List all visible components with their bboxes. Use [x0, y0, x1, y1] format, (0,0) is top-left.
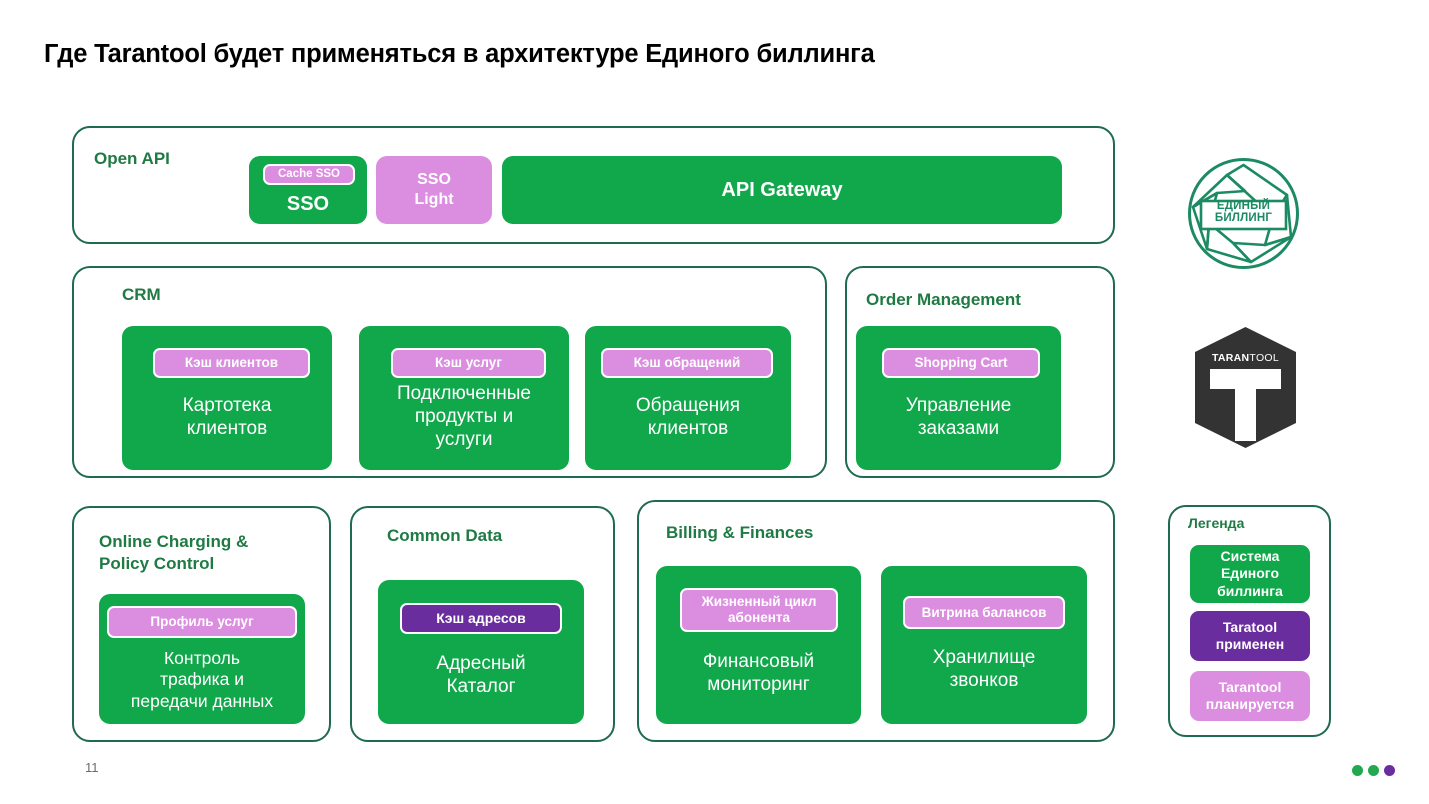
- badge-shopping-cart[interactable]: Shopping Cart: [882, 348, 1040, 378]
- badge-cache-sso[interactable]: Cache SSO: [263, 164, 355, 185]
- legend-title: Легенда: [1188, 515, 1245, 531]
- footer-dots: [1352, 765, 1395, 776]
- card-address-catalog[interactable]: Кэш адресов Адресный Каталог: [378, 580, 584, 724]
- card-label-financial-monitoring: Финансовый мониторинг: [702, 651, 815, 696]
- card-label-client-requests: Обращения клиентов: [635, 395, 741, 440]
- legend-item-tarantool-applied: Taratool применен: [1190, 611, 1310, 661]
- section-title-crm: CRM: [122, 285, 161, 304]
- card-connected-products[interactable]: Кэш услуг Подключенные продукты и услуги: [359, 326, 569, 470]
- badge-cache-addresses[interactable]: Кэш адресов: [400, 603, 562, 634]
- card-financial-monitoring[interactable]: Жизненный цикл абонента Финансовый монит…: [656, 566, 861, 724]
- card-client-requests[interactable]: Кэш обращений Обращения клиентов: [585, 326, 791, 470]
- page-number: 11: [85, 760, 99, 775]
- badge-cache-clients[interactable]: Кэш клиентов: [153, 348, 310, 378]
- card-label-sso: SSO: [286, 193, 330, 215]
- card-order-management[interactable]: Shopping Cart Управление заказами: [856, 326, 1061, 470]
- tarantool-wordmark-bold: TARAN: [1211, 352, 1250, 364]
- badge-cache-requests[interactable]: Кэш обращений: [601, 348, 773, 378]
- card-sso-light[interactable]: SSO Light: [376, 156, 492, 224]
- legend-item-tarantool-planned: Tarantool планируется: [1190, 671, 1310, 721]
- card-traffic-control[interactable]: Профиль услуг Контроль трафика и передач…: [99, 594, 305, 724]
- card-call-storage[interactable]: Витрина балансов Хранилище звонков: [881, 566, 1087, 724]
- badge-subscriber-lifecycle[interactable]: Жизненный цикл абонента: [680, 588, 838, 632]
- legend-item-system: Система Единого биллинга: [1190, 545, 1310, 603]
- section-title-online-charging: Online Charging & Policy Control: [99, 532, 249, 573]
- footer-dot-green-2: [1368, 765, 1379, 776]
- section-title-common-data: Common Data: [387, 526, 503, 545]
- tarantool-wordmark: TARANTOOL: [1192, 352, 1299, 364]
- footer-dot-green-1: [1352, 765, 1363, 776]
- section-title-open-api: Open API: [94, 149, 170, 168]
- badge-service-profile[interactable]: Профиль услуг: [107, 606, 297, 638]
- tarantool-letter-stem: [1235, 369, 1256, 441]
- edinyi-billing-logo-text: ЕДИНЫЙ БИЛЛИНГ: [1214, 200, 1273, 225]
- section-title-order-management: Order Management: [866, 290, 1021, 309]
- card-label-connected-products: Подключенные продукты и услуги: [396, 383, 531, 451]
- card-client-records[interactable]: Кэш клиентов Картотека клиентов: [122, 326, 332, 470]
- card-label-client-records: Картотека клиентов: [182, 395, 272, 440]
- tarantool-wordmark-light: TOOL: [1249, 352, 1280, 364]
- footer-dot-purple: [1384, 765, 1395, 776]
- card-label-traffic-control: Контроль трафика и передачи данных: [130, 648, 274, 711]
- aperture-icon: [1188, 158, 1299, 269]
- card-label-call-storage: Хранилище звонков: [932, 647, 1036, 692]
- card-api-gateway[interactable]: API Gateway: [502, 156, 1062, 224]
- card-label-sso-light: SSO Light: [414, 171, 454, 208]
- section-title-billing-finances: Billing & Finances: [666, 523, 814, 542]
- badge-balance-showcase[interactable]: Витрина балансов: [903, 596, 1065, 629]
- badge-cache-services[interactable]: Кэш услуг: [391, 348, 546, 378]
- card-label-order-management: Управление заказами: [905, 395, 1012, 440]
- card-label-api-gateway: API Gateway: [721, 178, 843, 201]
- page-title: Где Tarantool будет применяться в архите…: [44, 40, 875, 68]
- card-label-address-catalog: Адресный Каталог: [436, 653, 526, 698]
- edinyi-billing-logo: ЕДИНЫЙ БИЛЛИНГ: [1187, 157, 1300, 270]
- tarantool-logo: TARANTOOL: [1192, 325, 1299, 450]
- card-sso[interactable]: Cache SSO SSO: [249, 156, 367, 224]
